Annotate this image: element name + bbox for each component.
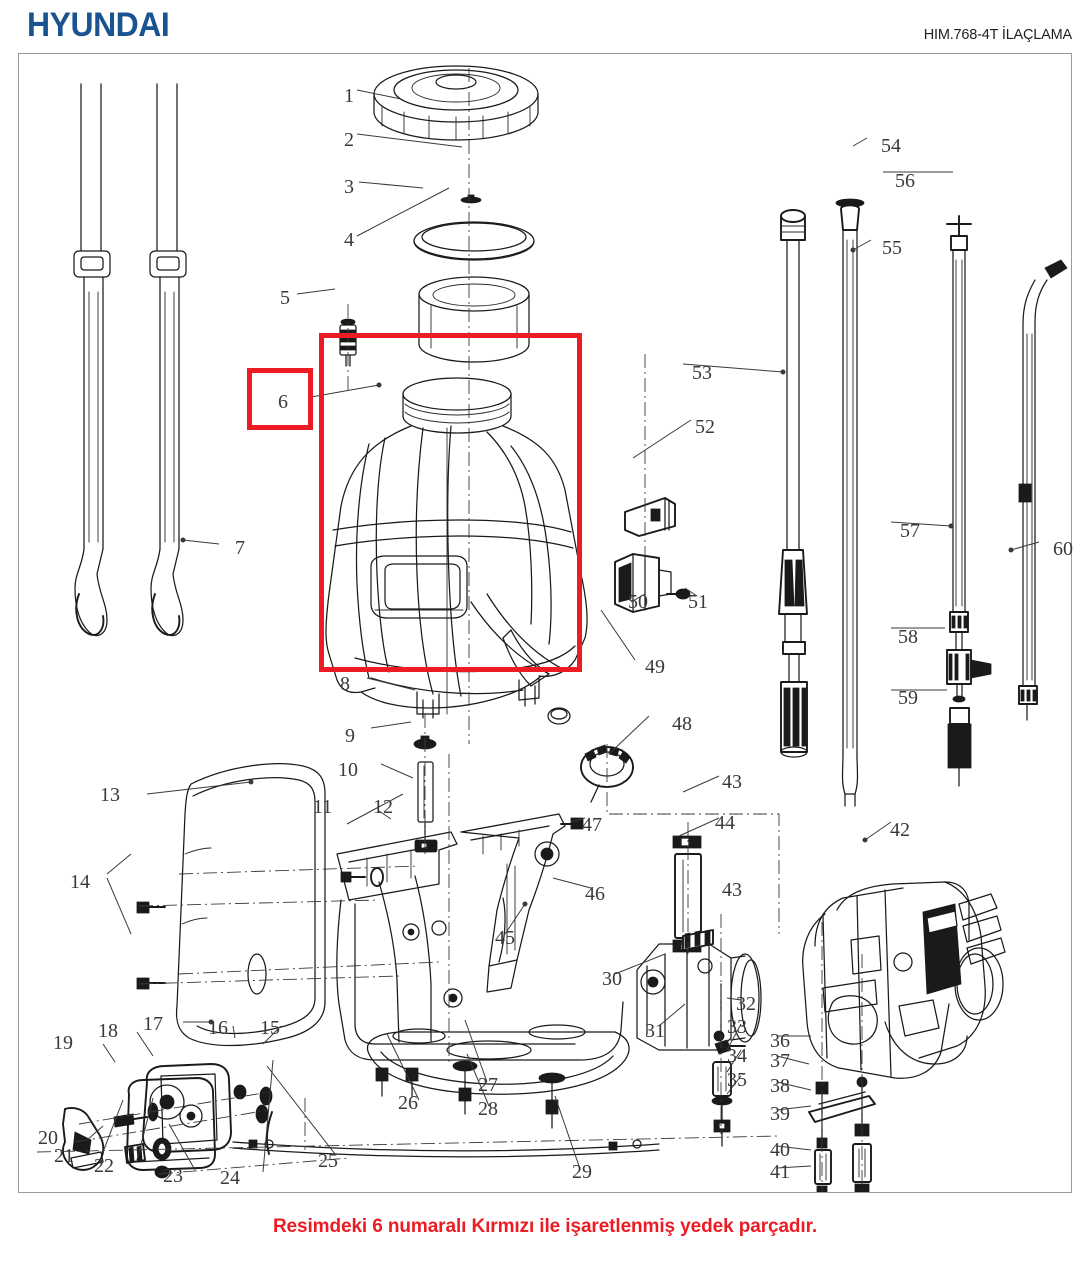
- tank-drawing: [325, 377, 588, 719]
- callout-45: 45: [495, 927, 515, 949]
- callout-4: 4: [344, 229, 354, 251]
- callout-6: 6: [278, 391, 288, 413]
- callout-30: 30: [602, 968, 622, 990]
- callout-49: 49: [645, 656, 665, 678]
- callout-15: 15: [260, 1017, 280, 1039]
- suction-tube-drawing: [413, 735, 438, 853]
- callout-31: 31: [645, 1020, 665, 1042]
- callout-42: 42: [890, 819, 910, 841]
- engine-mount-drawing: [808, 1076, 876, 1192]
- callout-12: 12: [373, 796, 393, 818]
- callout-58: 58: [898, 626, 918, 648]
- callout-16: 16: [208, 1017, 228, 1039]
- exploded-diagram-drawing: .ln { fill:none; stroke:#1a1a1a; stroke-…: [36, 65, 1068, 1192]
- callout-32: 32: [736, 993, 756, 1015]
- callout-34: 34: [727, 1045, 747, 1067]
- callout-13: 13: [100, 784, 120, 806]
- frame-bolts-drawing: [136, 901, 166, 990]
- callout-43: 43: [722, 879, 742, 901]
- back-pad-drawing: [175, 763, 326, 1047]
- bolt-washer-drawing: [340, 867, 384, 887]
- callout-36: 36: [770, 1030, 790, 1052]
- callout-20: 20: [38, 1127, 58, 1149]
- callout-7: 7: [235, 537, 245, 559]
- shoulder-straps-drawing: [73, 83, 187, 637]
- callout-52: 52: [695, 416, 715, 438]
- callout-38: 38: [770, 1075, 790, 1097]
- callout-41: 41: [770, 1161, 790, 1183]
- callout-22: 22: [94, 1155, 114, 1177]
- diagram-frame: .ln { fill:none; stroke:#1a1a1a; stroke-…: [18, 53, 1072, 1193]
- callout-26: 26: [398, 1092, 418, 1114]
- callout-48: 48: [672, 713, 692, 735]
- callout-51: 51: [688, 591, 708, 613]
- callout-27: 27: [478, 1074, 498, 1096]
- cap-assembly-drawing: [339, 65, 539, 367]
- callout-21: 21: [54, 1145, 74, 1167]
- callout-3: 3: [344, 176, 354, 198]
- bent-wand-drawing: [1018, 259, 1068, 721]
- callout-29: 29: [572, 1161, 592, 1183]
- callout-54: 54: [881, 135, 901, 157]
- callout-19: 19: [53, 1032, 73, 1054]
- throttle-cable-drawing: [232, 1139, 660, 1158]
- callout-53: 53: [692, 362, 712, 384]
- tank-fitting-drawing: [547, 707, 634, 803]
- callout-24: 24: [220, 1167, 240, 1189]
- callout-44: 44: [715, 812, 735, 834]
- callout-11: 11: [313, 796, 333, 818]
- callout-37: 37: [770, 1050, 790, 1072]
- hose-clip-drawing: [614, 553, 691, 613]
- hyundai-logo: HYUNDAI: [27, 6, 170, 44]
- frame-drawing: [336, 831, 630, 1095]
- callout-5: 5: [280, 287, 290, 309]
- caption-text: Resimdeki 6 numaralı Kırmızı ile işaretl…: [272, 1216, 818, 1237]
- clip-drawing: [624, 497, 676, 537]
- callout-60: 60: [1053, 538, 1073, 560]
- callout-43: 43: [722, 771, 742, 793]
- model-code-label: HIM.768-4T İLAÇLAMA: [923, 27, 1072, 43]
- callout-8: 8: [340, 673, 350, 695]
- callout-56: 56: [895, 170, 915, 192]
- callout-28: 28: [478, 1098, 498, 1120]
- leader-dots: [180, 247, 1014, 1025]
- callout-9: 9: [345, 725, 355, 747]
- callout-35: 35: [727, 1069, 747, 1091]
- callout-17: 17: [143, 1013, 163, 1035]
- extension-tube-drawing: [835, 198, 865, 807]
- wand-assembly-drawing: [946, 215, 992, 787]
- callout-47: 47: [582, 814, 602, 836]
- callout-39: 39: [770, 1103, 790, 1125]
- pump-housing-drawing: [61, 1063, 273, 1179]
- base-bolts-drawing: [375, 1060, 566, 1129]
- callout-14: 14: [70, 871, 90, 893]
- callout-57: 57: [900, 520, 920, 542]
- leader-lines: [86, 89, 1040, 1173]
- callout-50: 50: [628, 591, 648, 613]
- construction-lines: [36, 68, 863, 1192]
- callout-18: 18: [98, 1020, 118, 1042]
- callout-59: 59: [898, 687, 918, 709]
- callout-40: 40: [770, 1139, 790, 1161]
- engine-drawing: [802, 881, 1006, 1079]
- callout-23: 23: [163, 1165, 183, 1187]
- fuel-filter-drawing: [711, 983, 746, 1147]
- callout-1: 1: [344, 85, 354, 107]
- callout-46: 46: [585, 883, 605, 905]
- callout-2: 2: [344, 129, 354, 151]
- callout-33: 33: [727, 1016, 747, 1038]
- spray-lance-drawing: [778, 209, 808, 758]
- handle-grip-drawing: [460, 813, 584, 993]
- callout-25: 25: [318, 1150, 338, 1172]
- callout-55: 55: [882, 237, 902, 259]
- callout-10: 10: [338, 759, 358, 781]
